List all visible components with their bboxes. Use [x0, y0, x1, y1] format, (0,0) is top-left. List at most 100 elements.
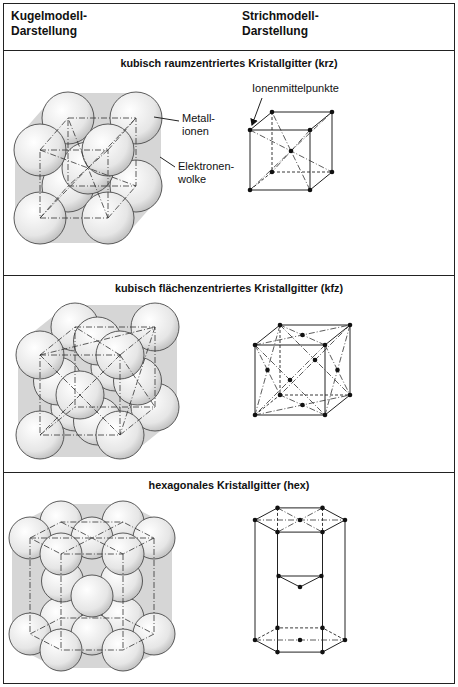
hcp-stick-model-part [275, 506, 280, 511]
bcc-stick-model-part [332, 112, 333, 172]
fcc-stick-model-part [325, 325, 350, 415]
leader-line [154, 98, 262, 167]
fcc-stick-model-part [280, 325, 350, 395]
fcc-stick-model-part [288, 378, 293, 383]
lattice-section: kubisch flächenzentriertes Kristallgitte… [3, 275, 455, 473]
fcc-stick-model [253, 323, 353, 418]
part-label: Metall- ionen [182, 112, 232, 138]
bcc-stick-model-part [272, 112, 273, 172]
fcc-stick-model-part [323, 413, 328, 418]
fcc-stick-model-part [300, 403, 305, 408]
hcp-sphere-model-part [123, 554, 124, 650]
hcp-stick-model-part [320, 626, 325, 631]
hcp-sphere-model-part [71, 575, 113, 617]
fcc-stick-model-part [280, 325, 325, 345]
hcp-sphere-model-part [30, 538, 31, 634]
hcp-stick-model-part [298, 585, 303, 590]
hcp-stick-model-part [343, 518, 348, 523]
hcp-stick-model-part [275, 530, 280, 535]
column-heading: Kugelmodell- Darstellung [11, 9, 126, 39]
outer-frame [4, 4, 455, 684]
fcc-stick-model-part [255, 345, 325, 415]
hcp-sphere-model-part [61, 522, 123, 554]
bcc-stick-model-part [250, 112, 332, 190]
fcc-stick-model-part [280, 395, 350, 396]
column-heading: Strichmodell- Darstellung [242, 9, 357, 39]
hcp-stick-model-part [253, 518, 258, 523]
hcp-sphere-model-part [61, 554, 62, 650]
bcc-stick-model [248, 110, 335, 193]
fcc-stick-model-part [280, 325, 350, 395]
bcc-stick-model-part [272, 130, 310, 172]
fcc-sphere-model [16, 303, 179, 459]
fcc-stick-model-part [300, 333, 305, 338]
hcp-stick-model-part [319, 574, 324, 579]
bcc-stick-model-part [330, 170, 335, 175]
hcp-stick-model-part [320, 506, 325, 511]
hcp-stick-model-part [343, 638, 348, 643]
fcc-stick-model-part [348, 393, 353, 398]
fcc-stick-model-part [323, 343, 328, 348]
hcp-sphere-model [9, 501, 175, 671]
bcc-stick-model-part [310, 172, 332, 190]
fcc-stick-model-part [325, 395, 350, 415]
fcc-stick-model-part [325, 345, 350, 395]
bcc-stick-model-part [270, 110, 275, 115]
bcc-stick-model-part [250, 130, 332, 172]
hcp-stick-model-part [275, 626, 280, 631]
bcc-stick-model-part [310, 112, 332, 130]
bcc-stick-model-part [250, 112, 272, 130]
hcp-stick-model-part [253, 638, 258, 643]
hcp-stick-model-part [320, 650, 325, 655]
label-holder: Elektronen- wolke [178, 160, 250, 186]
part-label: Ionenmittelpunkte [252, 82, 372, 95]
bcc-stick-model-part [330, 110, 335, 115]
label-holder: Ionenmittelpunkte [252, 82, 372, 95]
leader-line-part [154, 117, 179, 121]
fcc-stick-model-part [313, 358, 318, 363]
fcc-sphere-model-part [120, 327, 155, 435]
fcc-sphere-model-part [40, 407, 75, 435]
fcc-sphere-model-part [40, 355, 120, 435]
fcc-sphere-model-part [40, 355, 120, 435]
hcp-stick-model-part [298, 518, 303, 523]
hcp-sphere-model-part [30, 522, 154, 554]
fcc-stick-model-part [255, 345, 280, 395]
fcc-stick-model-part [253, 343, 258, 348]
leader-line-part [160, 157, 175, 167]
bcc-stick-model-part [248, 188, 253, 193]
fcc-stick-model-part [253, 413, 258, 418]
fcc-sphere-model-part [120, 407, 155, 435]
hcp-stick-model [253, 506, 348, 655]
bcc-sphere-model-part [40, 118, 136, 218]
bcc-sphere-model-part [40, 186, 68, 218]
fcc-stick-model-part [278, 393, 283, 398]
lattice-section: hexagonales Kristallgitter (hex) [3, 472, 455, 684]
hcp-stick-model-part [276, 574, 281, 579]
hcp-sphere-model-part [154, 538, 155, 634]
fcc-sphere-model-part [40, 327, 75, 355]
hcp-stick-model-part [275, 650, 280, 655]
bcc-stick-model-part [272, 112, 332, 113]
hcp-stick-model-part [255, 520, 256, 640]
bcc-stick-model-part [272, 172, 332, 173]
column-header: Strichmodell- Darstellung [228, 3, 455, 50]
hcp-stick-model-part [278, 508, 323, 532]
fcc-stick-model-part [255, 325, 350, 345]
fcc-stick-model-part [280, 395, 325, 415]
bcc-sphere-model-part [68, 118, 108, 218]
bcc-stick-model-part [270, 170, 275, 175]
bcc-stick-model-part [289, 149, 294, 154]
hcp-stick-model-part [345, 520, 346, 640]
bcc-sphere-model [14, 92, 162, 244]
section-heading: kubisch flächenzentriertes Kristallgitte… [4, 276, 454, 296]
fcc-stick-model-part [255, 325, 280, 415]
section-heading: kubisch raumzentriertes Kristallgitter (… [4, 51, 454, 71]
hcp-sphere-model-part [61, 522, 123, 554]
fcc-stick-model-part [255, 395, 350, 415]
bcc-stick-model-part [272, 112, 310, 190]
fcc-stick-model-part [255, 345, 325, 415]
fcc-stick-model-part [280, 325, 281, 395]
